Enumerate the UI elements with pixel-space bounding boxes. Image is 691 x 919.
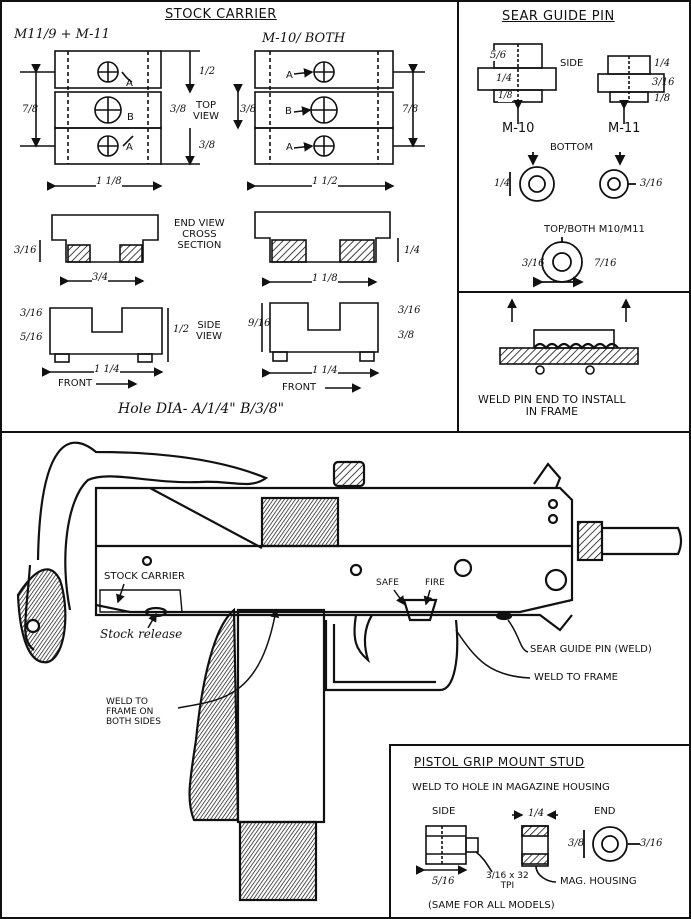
- sear-pin-bottom-views: [509, 152, 636, 202]
- fire-callout: FIRE: [425, 578, 445, 588]
- dim-m11-a: 1/4: [654, 58, 671, 69]
- gun-outline: [16, 441, 683, 902]
- dim-m10-a: 5/6: [490, 50, 507, 61]
- left-model-label: M11/9 + M-11: [14, 27, 110, 42]
- hole-a-label-right: A: [286, 70, 293, 81]
- dim-center-bottom: 3/8: [199, 140, 216, 151]
- grip-stud-mag: [512, 810, 558, 883]
- grip-side-label: SIDE: [432, 806, 456, 817]
- m10-label: M-10: [502, 121, 535, 136]
- grip-stud-side: [416, 825, 493, 875]
- dim-grip-end-a: 3/8: [568, 838, 585, 849]
- dim-grip-end-b: 3/16: [640, 838, 663, 849]
- grip-end-label: END: [594, 806, 616, 817]
- stock-carrier-top-view-right: [233, 50, 425, 191]
- dim-right-overall: 7/8: [402, 104, 419, 115]
- grip-stud-subtitle: WELD TO HOLE IN MAGAZINE HOUSING: [412, 782, 610, 793]
- dim-left-overall: 7/8: [22, 104, 39, 115]
- hole-b-label: B: [127, 112, 134, 123]
- dim-right-mid: 3/8: [240, 104, 257, 115]
- weld-both-sides-callout: WELD TO FRAME ON BOTH SIDES: [106, 697, 161, 727]
- m11-label: M-11: [608, 121, 641, 136]
- top-view-label: TOP VIEW: [193, 100, 219, 122]
- hole-a-label: A: [126, 78, 133, 89]
- dim-left-mid: 3/8: [170, 104, 187, 115]
- dim-side-left-a: 3/16: [20, 308, 43, 319]
- mag-housing-label: MAG. HOUSING: [560, 876, 637, 887]
- same-all-models-label: (SAME FOR ALL MODELS): [428, 900, 555, 911]
- hole-b-label-right: B: [285, 106, 292, 117]
- dim-side-right-a: 9/16: [248, 318, 271, 329]
- end-view-right: [254, 211, 399, 287]
- dim-side-right-c: 3/8: [398, 330, 415, 341]
- dim-left-width: 1 1/8: [96, 176, 122, 187]
- dim-m10-c: 1/8: [498, 91, 513, 102]
- dim-m11-b: 3/16: [652, 77, 675, 88]
- grip-stud-end: [583, 826, 640, 862]
- sear-pin-callout: SEAR GUIDE PIN (WELD): [530, 644, 652, 655]
- sear-guide-pin-title: SEAR GUIDE PIN: [502, 9, 615, 24]
- stock-carrier-callout: STOCK CARRIER: [104, 571, 185, 582]
- weld-pin-note: WELD PIN END TO INSTALL IN FRAME: [478, 393, 626, 419]
- dim-bottom-m11: 3/16: [640, 178, 663, 189]
- gun-callout-lines: [116, 583, 531, 709]
- dim-grip-length: 5/16: [432, 876, 455, 887]
- dim-right-width: 1 1/2: [312, 176, 338, 187]
- sear-pin-side-m11: [597, 55, 665, 124]
- front-label-left: FRONT: [58, 378, 93, 389]
- dim-m10-b: 1/4: [496, 73, 513, 84]
- hole-a-label-right-2: A: [286, 142, 293, 153]
- dim-end-left-width: 3/4: [92, 272, 109, 283]
- stock-release-callout: Stock release: [100, 627, 183, 642]
- dim-grip-thread: 3/16 x 32 TPI: [486, 871, 529, 891]
- sear-top-label: TOP/BOTH M10/M11: [544, 224, 645, 235]
- dim-side-left-b: 5/16: [20, 332, 43, 343]
- dim-grip-top: 1/4: [528, 808, 545, 819]
- sear-side-label: SIDE: [560, 58, 584, 69]
- stock-carrier-top-view-left: [20, 50, 200, 191]
- dim-top-a: 3/16: [522, 258, 545, 269]
- grip-stud-title: PISTOL GRIP MOUNT STUD: [414, 755, 585, 769]
- dim-m11-c: 1/8: [654, 93, 671, 104]
- right-model-label: M-10/ BOTH: [262, 31, 346, 46]
- stock-carrier-title: STOCK CARRIER: [165, 7, 277, 22]
- dim-end-left-height: 3/16: [14, 245, 37, 256]
- sear-bottom-label: BOTTOM: [550, 142, 594, 153]
- hole-a-label-2: A: [126, 142, 133, 153]
- end-view-left: [39, 214, 159, 286]
- weld-pin-detail: [499, 298, 639, 375]
- dim-left-top-gap: 1/2: [199, 66, 216, 77]
- front-label-right: FRONT: [282, 382, 317, 393]
- dim-end-right-height: 1/4: [404, 245, 421, 256]
- hole-diameter-note: Hole DIA- A/1/4" B/3/8": [118, 401, 285, 417]
- dim-bottom-m10: 1/4: [494, 178, 511, 189]
- sear-pin-top-view: [533, 237, 584, 288]
- end-view-label: END VIEW CROSS SECTION: [174, 218, 225, 251]
- dim-side-right-len: 1 1/4: [312, 365, 338, 376]
- weld-frame-callout: WELD TO FRAME: [534, 672, 618, 683]
- dim-end-right-width: 1 1/8: [312, 273, 338, 284]
- side-view-label: SIDE VIEW: [196, 320, 222, 342]
- dim-side-left-len: 1 1/4: [94, 364, 120, 375]
- dim-side-right-b: 3/16: [398, 305, 421, 316]
- safe-callout: SAFE: [376, 578, 399, 588]
- dim-side-left-c: 1/2: [173, 324, 190, 335]
- dim-top-b: 7/16: [594, 258, 617, 269]
